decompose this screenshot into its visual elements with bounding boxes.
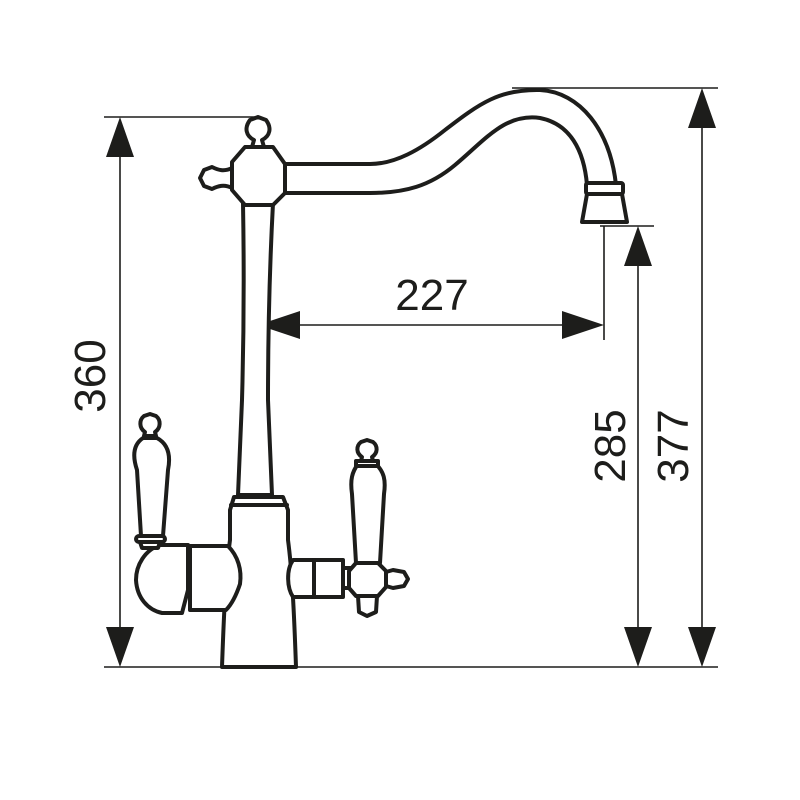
left-valve [134,543,243,615]
right-handle-grip [349,462,387,565]
aerator [580,181,629,224]
arrow-right-icon [562,311,604,339]
arrow-down-icon [624,627,652,667]
left-lever-handle[interactable] [132,412,172,550]
top-hub [230,145,287,207]
faucet [132,87,629,669]
dimension-label-377: 377 [649,409,698,482]
arrow-up-icon [688,88,716,128]
dimension-360: 360 [66,117,134,667]
arrow-up-icon [106,117,134,157]
left-handle-knob [138,412,162,438]
dimension-label-227: 227 [395,271,468,320]
top-knob [244,115,272,149]
column [236,201,275,497]
spout [280,87,618,195]
arrow-up-icon [624,226,652,266]
right-handle-knob [355,438,379,463]
dimension-377: 377 [649,88,716,667]
dimension-285: 285 [586,226,652,667]
arrow-left-icon [258,311,300,339]
side-knob [198,165,234,191]
dimension-label-360: 360 [66,339,115,412]
right-lever-handle[interactable] [349,438,387,565]
right-valve [286,558,353,599]
arrow-down-icon [106,627,134,667]
right-cross-hub [347,561,410,618]
left-handle-grip [132,436,172,538]
arrow-down-icon [688,627,716,667]
dimension-227: 227 [258,271,604,339]
dimension-label-285: 285 [586,409,635,482]
